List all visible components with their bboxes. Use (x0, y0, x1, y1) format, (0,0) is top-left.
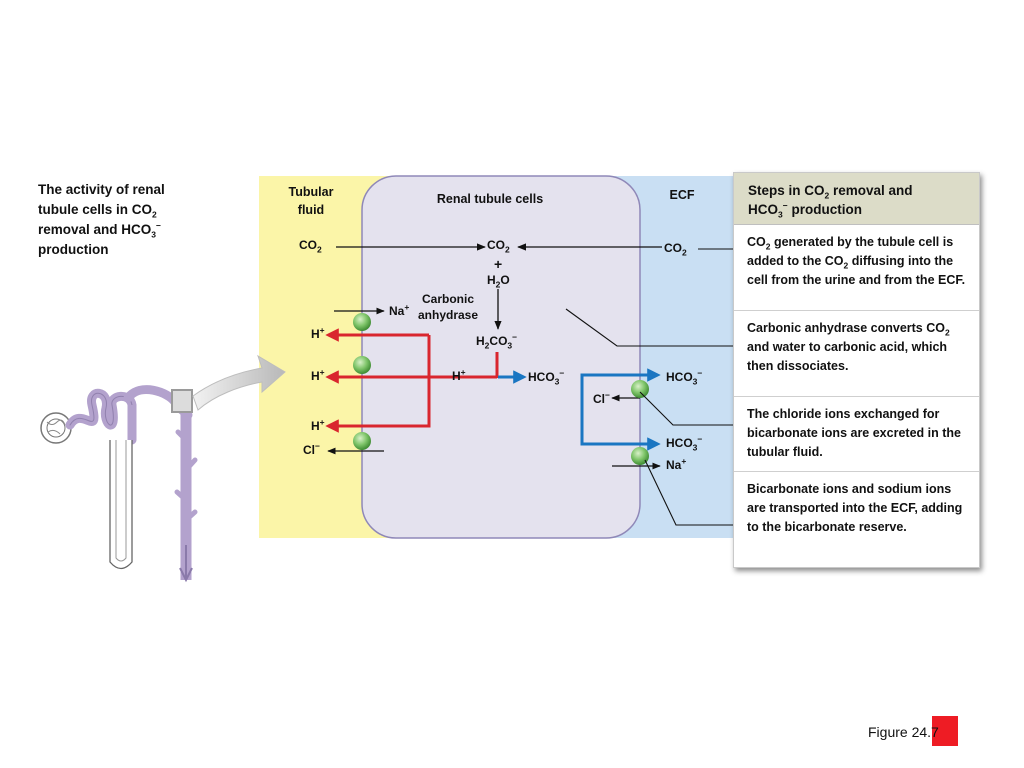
co2-ecf-label: CO2 (664, 241, 687, 258)
steps-title: Steps in CO2 removal and HCO3− productio… (734, 173, 979, 225)
step-2: Carbonic anhydrase converts CO2 and wate… (734, 311, 979, 397)
hco3-cell-label: HCO3− (528, 368, 565, 387)
cl-right-label: Cl− (593, 390, 610, 406)
carrier-protein (631, 380, 649, 398)
cl-left-label: Cl− (303, 441, 320, 457)
h2o-label: H2O (487, 273, 510, 290)
co2-tubular-label: CO2 (299, 238, 322, 255)
ecf-label: ECF (669, 188, 695, 202)
na-top-label: Na+ (389, 302, 410, 318)
na-ecf-label: Na+ (666, 456, 687, 472)
h-ion-label-1: H+ (311, 325, 325, 341)
hco3-ecf-label-2: HCO3− (666, 434, 703, 453)
figure-caption: The activity of renal tubule cells in CO… (38, 182, 165, 257)
leader-lines (565, 248, 733, 526)
carrier-protein (353, 356, 371, 374)
carrier-protein (353, 313, 371, 331)
step-3: The chloride ions exchanged for bicarbon… (734, 397, 979, 472)
tubular-fluid-label: Tubular fluid (288, 185, 334, 217)
figure-label: Figure 24.7 (868, 724, 939, 740)
steps-panel: Steps in CO2 removal and HCO3− productio… (733, 172, 980, 568)
h-ion-pathway (325, 328, 499, 433)
renal-cell (361, 175, 641, 539)
h2co3-label: H2CO3− (476, 332, 518, 351)
carrier-protein (631, 447, 649, 465)
step-1: CO2 generated by the tubule cell is adde… (734, 225, 979, 311)
plus-sign: + (494, 256, 503, 272)
hco3-ecf-label-1: HCO3− (666, 368, 703, 387)
figure-label-highlight (932, 716, 958, 746)
nephron-illustration (40, 385, 198, 583)
h-ion-label-2: H+ (311, 367, 325, 383)
zoom-box (171, 389, 193, 413)
zoom-arrow (192, 354, 286, 411)
renal-cells-label: Renal tubule cells (436, 192, 544, 206)
carrier-protein (353, 432, 371, 450)
co2-cell-label: CO2 (487, 238, 510, 255)
h-ion-label-3: H+ (311, 417, 325, 433)
step-4: Bicarbonate ions and sodium ions are tra… (747, 482, 963, 534)
bicarbonate-pathway (498, 368, 661, 451)
h-ion-center-label: H+ (452, 367, 466, 383)
